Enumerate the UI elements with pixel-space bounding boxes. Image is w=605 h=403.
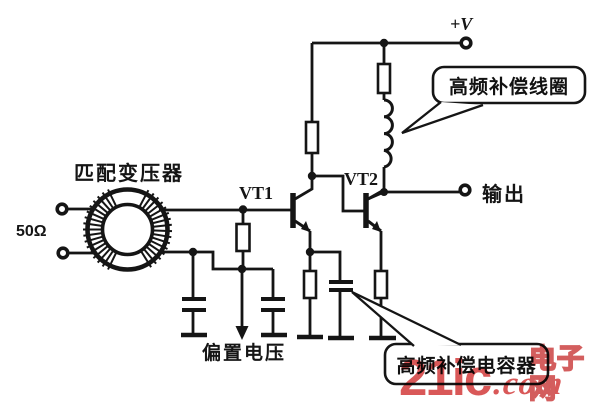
junction-dot (305, 247, 315, 257)
supply-terminal-icon (459, 36, 473, 50)
junction-dots (188, 38, 389, 274)
resistor-icon (302, 269, 318, 300)
callout-capacitor-label: 高频补偿电容器 (396, 355, 537, 377)
input-terminal-icon (55, 202, 69, 216)
vt2-label: VT2 (344, 169, 379, 189)
secondary-bottom-wire (159, 250, 273, 327)
bias-arrow-icon (235, 326, 249, 340)
callout-shapes (351, 65, 587, 386)
callout-coil-label: 高频补偿线圈 (448, 76, 569, 98)
output-terminal-icon (458, 183, 472, 197)
ground-bars (181, 332, 396, 341)
junction-dot (307, 171, 317, 181)
toroid-outer-ring (85, 187, 170, 272)
junction-dot (238, 205, 248, 214)
terminals (55, 36, 473, 260)
interstage-wire (312, 174, 364, 213)
junction-dot (237, 264, 247, 274)
capacitor-icon (182, 297, 206, 312)
resistor-icon (373, 269, 389, 300)
comp-cap-leads (310, 250, 342, 337)
vt1-collector-wire (294, 43, 314, 201)
junction-dot (188, 247, 198, 257)
resistor-icon (376, 62, 392, 95)
callout-coil-wedge (401, 101, 484, 135)
junction-dot (380, 188, 388, 196)
transformer-label: 匹配变压器 (74, 163, 184, 185)
toroid-transformer-icon (83, 187, 173, 272)
source-impedance-label: 50Ω (16, 223, 47, 240)
capacitor-icon (261, 297, 285, 312)
resistor-icon (235, 222, 251, 253)
comp-capacitor-icon (329, 280, 353, 292)
vt1-label: VT1 (239, 183, 274, 203)
inductor-icon (383, 98, 394, 169)
bias-voltage-label: 偏置电压 (202, 343, 287, 364)
junction-dot (379, 38, 389, 48)
output-label: 输出 (482, 184, 526, 206)
input-terminal-icon (56, 246, 70, 260)
resistors (235, 62, 392, 300)
callout-coil-box (431, 65, 587, 105)
arrow-icon (301, 221, 310, 232)
callout-cap-wedge (351, 290, 462, 347)
toroid-inner-ring (100, 202, 155, 257)
supply-label: +V (450, 14, 473, 34)
capacitors (182, 280, 353, 312)
callout-cap-box (383, 342, 550, 386)
resistor-icon (304, 120, 320, 155)
arrow-icon (372, 221, 381, 232)
emitter-arrows (235, 221, 381, 340)
